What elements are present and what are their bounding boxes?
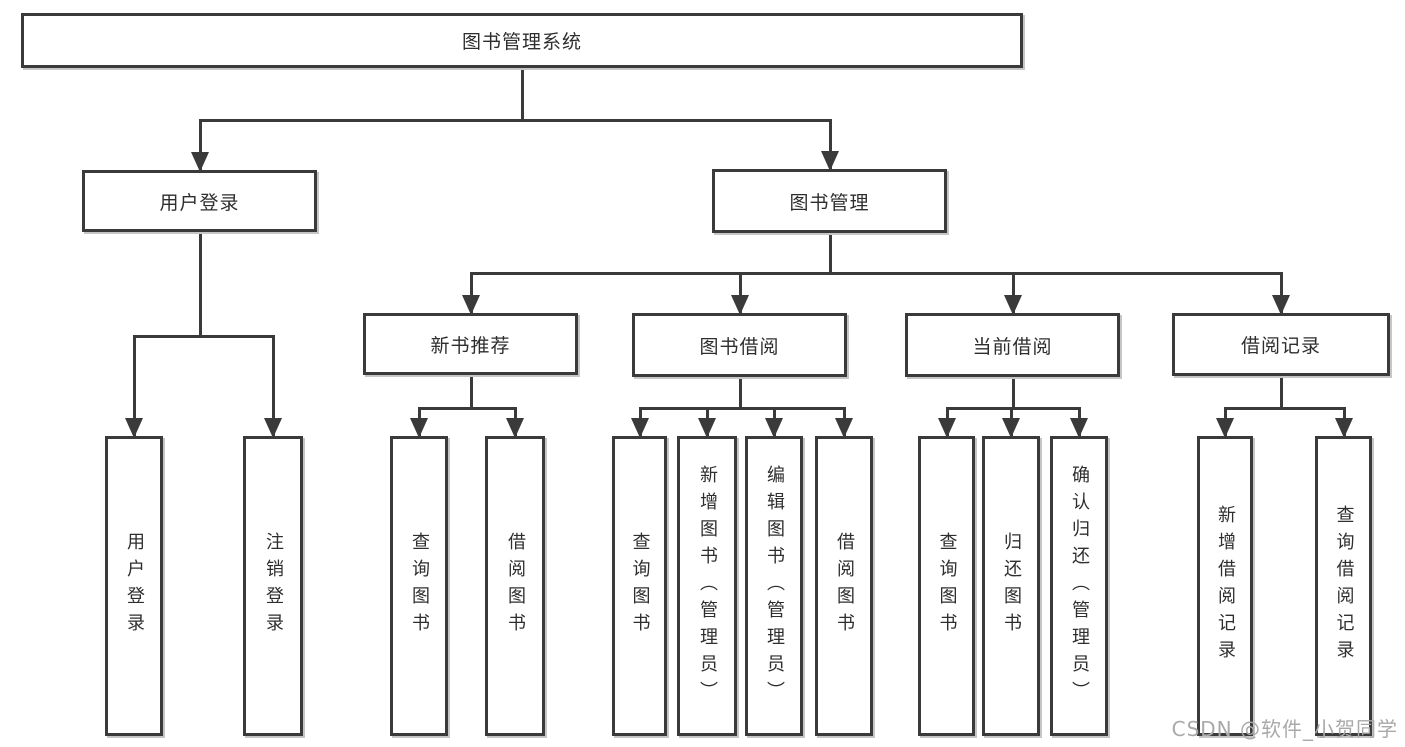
arrowhead-borrow-book-2 [835,418,853,438]
node-add-book-admin: 新增图书（管理员） [677,436,737,736]
connector-stem-borrowing-records [1280,376,1283,410]
connector-drop-logout [272,335,275,436]
connector-rail-book-borrowing [639,407,846,410]
node-query-book-3: 查询图书 [918,436,975,736]
node-edit-book-admin: 编辑图书（管理员） [745,436,803,736]
arrowhead-confirm-return-admin [1070,418,1088,438]
connector-stem-library-system [521,68,524,122]
arrowhead-user-login [191,152,209,172]
connector-stem-book-management [829,233,832,275]
node-add-borrow-record: 新增借阅记录 [1197,436,1253,736]
node-borrow-book-2: 借阅图书 [815,436,873,736]
connector-drop-borrowing-records [1280,272,1283,313]
connector-drop-user-login [199,119,202,170]
arrowhead-borrow-book-1 [506,418,524,438]
connector-rail-user-login [133,335,275,338]
node-current-borrowing: 当前借阅 [905,313,1120,377]
connector-stem-book-borrowing [739,377,742,410]
arrowhead-borrowing-records [1272,295,1290,315]
connector-drop-current-borrowing [1012,272,1015,313]
node-user-login: 用户登录 [82,170,317,232]
node-query-borrow-record: 查询借阅记录 [1315,436,1372,736]
csdn-watermark: CSDN @软件_小贺同学 [1171,717,1398,741]
node-library-system: 图书管理系统 [21,13,1023,68]
arrowhead-query-book-3 [938,418,956,438]
connector-rail-library-system [199,119,832,122]
node-book-borrowing: 图书借阅 [632,313,847,377]
arrowhead-book-management [821,151,839,171]
arrowhead-query-book-2 [631,418,649,438]
node-return-book: 归还图书 [982,436,1040,736]
node-login: 用户登录 [105,436,163,736]
connector-rail-borrowing-records [1224,407,1346,410]
connector-rail-new-book-recommend [418,407,517,410]
node-confirm-return-admin: 确认归还（管理员） [1050,436,1108,736]
connector-stem-new-book-recommend [470,375,473,410]
node-new-book-recommend: 新书推荐 [363,313,578,375]
arrowhead-login [125,418,143,438]
connector-drop-book-borrowing [739,272,742,313]
connector-drop-book-management [829,119,832,169]
arrowhead-add-borrow-record [1216,418,1234,438]
node-query-book-1: 查询图书 [390,436,448,736]
connector-stem-user-login [199,232,202,338]
arrowhead-new-book-recommend [462,295,480,315]
arrowhead-book-borrowing [731,295,749,315]
node-query-book-2: 查询图书 [612,436,667,736]
arrowhead-edit-book-admin [765,418,783,438]
arrowhead-current-borrowing [1004,295,1022,315]
node-logout: 注销登录 [243,436,303,736]
arrowhead-logout [264,418,282,438]
connector-rail-current-borrowing [946,407,1081,410]
arrowhead-add-book-admin [698,418,716,438]
node-borrow-book-1: 借阅图书 [485,436,545,736]
arrowhead-return-book [1002,418,1020,438]
connector-drop-new-book-recommend [470,272,473,313]
connector-stem-current-borrowing [1012,377,1015,410]
node-borrowing-records: 借阅记录 [1172,313,1390,376]
connector-rail-book-management [470,272,1283,275]
arrowhead-query-borrow-record [1335,418,1353,438]
arrowhead-query-book-1 [410,418,428,438]
node-book-management: 图书管理 [712,169,947,233]
connector-drop-login [133,335,136,436]
